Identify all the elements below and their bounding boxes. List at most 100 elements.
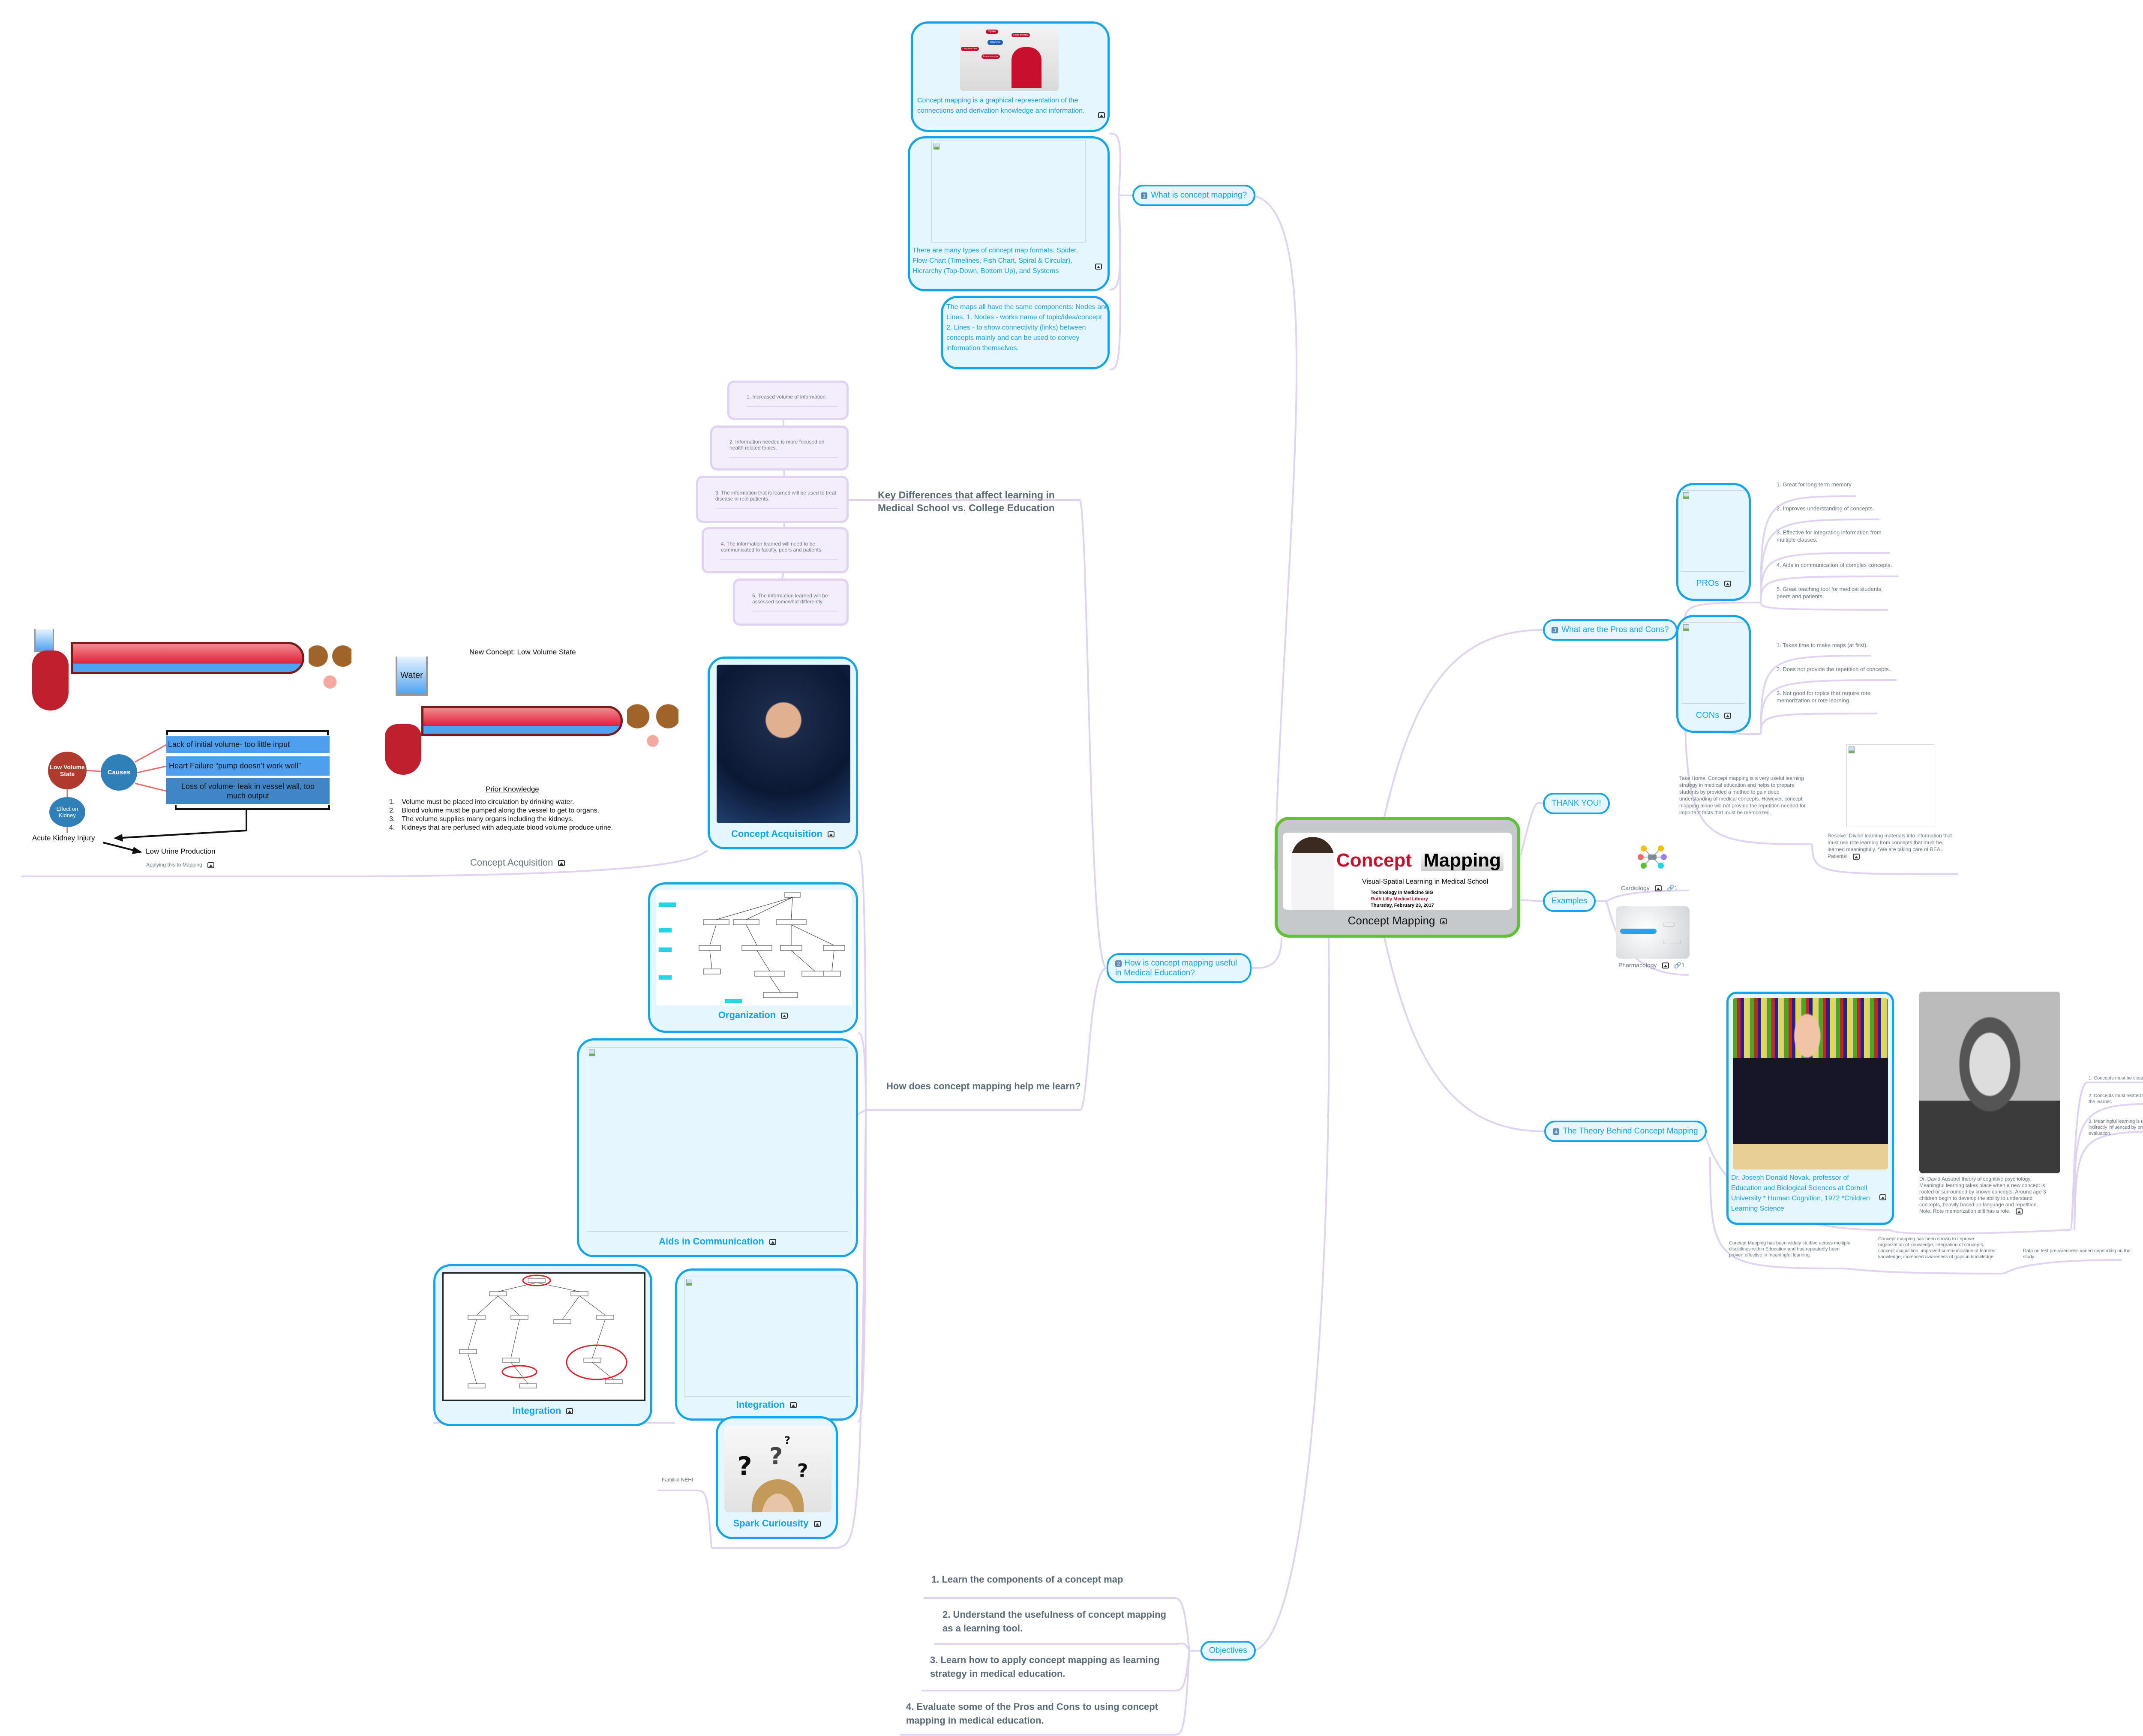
- data-text[interactable]: Data on test preparedness varied dependi…: [2023, 1248, 2131, 1259]
- image-icon: [1724, 580, 1731, 587]
- key-difference-item[interactable]: 5. The information learned will be asses…: [733, 579, 849, 626]
- what-is-node-3[interactable]: The maps all have the same components: N…: [941, 296, 1110, 369]
- key-difference-item[interactable]: 4. The information learned will need to …: [702, 527, 849, 573]
- example-cardiology[interactable]: Cardiology🔗1: [1621, 884, 1678, 892]
- low-urine-text: Low Urine Production: [146, 847, 216, 855]
- image-icon: [790, 1402, 797, 1409]
- broken-image: [1681, 622, 1745, 704]
- spider-label: Spider: [986, 30, 999, 34]
- topic-label: The Theory Behind Concept Mapping: [1563, 1127, 1698, 1136]
- aki-text: Acute Kidney Injury: [32, 834, 95, 842]
- objective-item[interactable]: 1. Learn the components of a concept map: [931, 1574, 1123, 1585]
- key-difference-item[interactable]: 3. The information that is learned will …: [696, 476, 849, 523]
- ausubel-item[interactable]: 3. Meaningful learning is up to the lear…: [2089, 1119, 2143, 1136]
- pro-item[interactable]: 4. Aids in communication of complex conc…: [1777, 562, 1892, 568]
- shown-text[interactable]: Concept mapping has been shown to improv…: [1878, 1236, 1996, 1259]
- node-pros[interactable]: PROs: [1676, 483, 1751, 601]
- node-spark-curiousity[interactable]: ? ? ? ? Spark Curiousity: [716, 1416, 838, 1539]
- doctor-figure: [1291, 837, 1334, 910]
- spider-label: Loves everyone: [981, 54, 1000, 59]
- water-label: Water: [400, 670, 423, 680]
- node-aids-in-communication[interactable]: Aids in Communication: [577, 1038, 858, 1257]
- broken-image: [1681, 490, 1745, 572]
- root-banner-image: Concept Mapping Visual-Spatial Learning …: [1283, 833, 1512, 910]
- keycap-2-icon: 2: [1115, 960, 1122, 967]
- water-glass-icon: Water: [396, 657, 428, 696]
- objective-item[interactable]: 2. Understand the usefulness of concept …: [942, 1609, 1166, 1634]
- node-novak[interactable]: Dr. Joseph Donald Novak, professor of Ed…: [1726, 992, 1894, 1225]
- concept-acquisition-diagram[interactable]: New Concept: Low Volume State Water Prio…: [376, 639, 682, 841]
- pharmacology-map-thumbnail: [1616, 906, 1690, 959]
- key-difference-item[interactable]: 1. Increased volume of information.: [727, 381, 849, 420]
- node-organization[interactable]: Organization: [648, 882, 858, 1033]
- applying-to-mapping-node[interactable]: Low Volume State Causes Effect on Kidney…: [21, 625, 356, 858]
- concept-acquisition-label[interactable]: Concept Acquisition: [470, 857, 565, 868]
- broken-image: [931, 141, 1086, 243]
- pro-item[interactable]: 3. Effective for integrating information…: [1777, 529, 1882, 543]
- cause-box: Heart Failure “pump doesn’t work well”: [166, 756, 330, 776]
- banner-line3: Thursday, February 23, 2017: [1371, 903, 1434, 908]
- topic-examples[interactable]: Examples: [1543, 890, 1596, 912]
- what-is-node-2[interactable]: There are many types of concept map form…: [908, 136, 1110, 291]
- photo-image: [717, 665, 850, 823]
- help-learn-title[interactable]: How does concept mapping help me learn?: [886, 1081, 1081, 1091]
- pro-item[interactable]: 5. Great teaching tool for medical stude…: [1777, 586, 1883, 600]
- what-is-node-1[interactable]: Spider Charlotte Lives on a farm Friend …: [911, 21, 1110, 132]
- node-label: Spark Curiousity: [733, 1518, 809, 1529]
- water-glass-icon: [34, 629, 54, 652]
- image-icon: [1654, 885, 1662, 892]
- low-volume-circle: Low Volume State: [48, 752, 87, 789]
- topic-thank-you[interactable]: THANK YOU!: [1543, 793, 1610, 814]
- node-label: Integration: [512, 1405, 561, 1416]
- link-icon: 🔗: [1666, 884, 1675, 891]
- node-integration[interactable]: Integration: [675, 1268, 858, 1421]
- con-item[interactable]: 2. Does not provide the repetition of co…: [1777, 666, 1891, 672]
- objective-item[interactable]: 3. Learn how to apply concept mapping as…: [930, 1655, 1160, 1679]
- key-difference-item[interactable]: 2. Information needed is more focused on…: [710, 426, 849, 471]
- new-concept-title: New Concept: Low Volume State: [469, 648, 576, 656]
- kidney-icon: [627, 702, 678, 751]
- con-item[interactable]: 3. Not good for topics that require rote…: [1777, 690, 1870, 704]
- node-text: There are many types of concept map form…: [912, 247, 1078, 275]
- prior-item: 2. Blood volume must be pumped along the…: [389, 807, 600, 814]
- prior-item: 1. Volume must be placed into circulatio…: [389, 798, 574, 806]
- ausubel-item[interactable]: 1. Concepts must be clearly defined.: [2089, 1076, 2143, 1081]
- kidney-icon: [309, 642, 351, 689]
- node-cons[interactable]: CONs: [1676, 615, 1751, 733]
- familial-nehi-node[interactable]: Familial NEHI: [662, 1477, 693, 1483]
- question-marks-photo: ? ? ? ?: [724, 1426, 831, 1512]
- image-icon: [813, 1521, 821, 1527]
- root-node[interactable]: Concept Mapping Visual-Spatial Learning …: [1275, 817, 1520, 938]
- resolve-text[interactable]: Resolve: Divide learning materials into …: [1828, 833, 1952, 860]
- image-icon: [1852, 853, 1860, 860]
- blood-vessel-icon: [421, 706, 623, 736]
- image-icon: [1440, 918, 1447, 925]
- pro-item[interactable]: 1. Great for long-term memory: [1777, 481, 1852, 488]
- example-pharmacology[interactable]: Pharmacology🔗1: [1618, 962, 1685, 969]
- studied-text[interactable]: Concept Mapping has been widely studied …: [1729, 1241, 1851, 1258]
- objective-item[interactable]: 4. Evaluate some of the Pros and Cons to…: [906, 1701, 1158, 1726]
- effect-kidney-circle: Effect on Kidney: [49, 797, 85, 827]
- con-item[interactable]: 1. Takes time to make maps (at first).: [1777, 642, 1868, 648]
- image-icon: [2015, 1208, 2023, 1214]
- causes-circle: Causes: [101, 754, 137, 791]
- node-integration-map[interactable]: Integration: [433, 1264, 652, 1426]
- image-icon: [207, 862, 214, 868]
- ausubel-photo: [1919, 992, 2060, 1173]
- broken-image: [684, 1277, 851, 1397]
- blood-vessel-icon: [71, 642, 304, 674]
- ausubel-caption[interactable]: Dr. David Ausubel theory of cognitive ps…: [1919, 1176, 2046, 1214]
- applying-to-mapping-label[interactable]: Applying this to Mapping: [146, 861, 214, 869]
- ausubel-item[interactable]: 2. Concepts must related to what is alre…: [2089, 1093, 2143, 1104]
- pro-item[interactable]: 2. Improves understanding of concepts.: [1777, 505, 1874, 512]
- keycap-3-icon: 3: [1552, 627, 1558, 633]
- image-icon: [1724, 712, 1732, 719]
- topic-objectives[interactable]: Objectives: [1201, 1641, 1256, 1661]
- key-differences-title[interactable]: Key Differences that affect learning in …: [878, 489, 1055, 513]
- take-home-text[interactable]: Take Home: Concept mapping is a very use…: [1679, 775, 1806, 816]
- node-concept-acquisition[interactable]: Concept Acquisition: [708, 657, 858, 849]
